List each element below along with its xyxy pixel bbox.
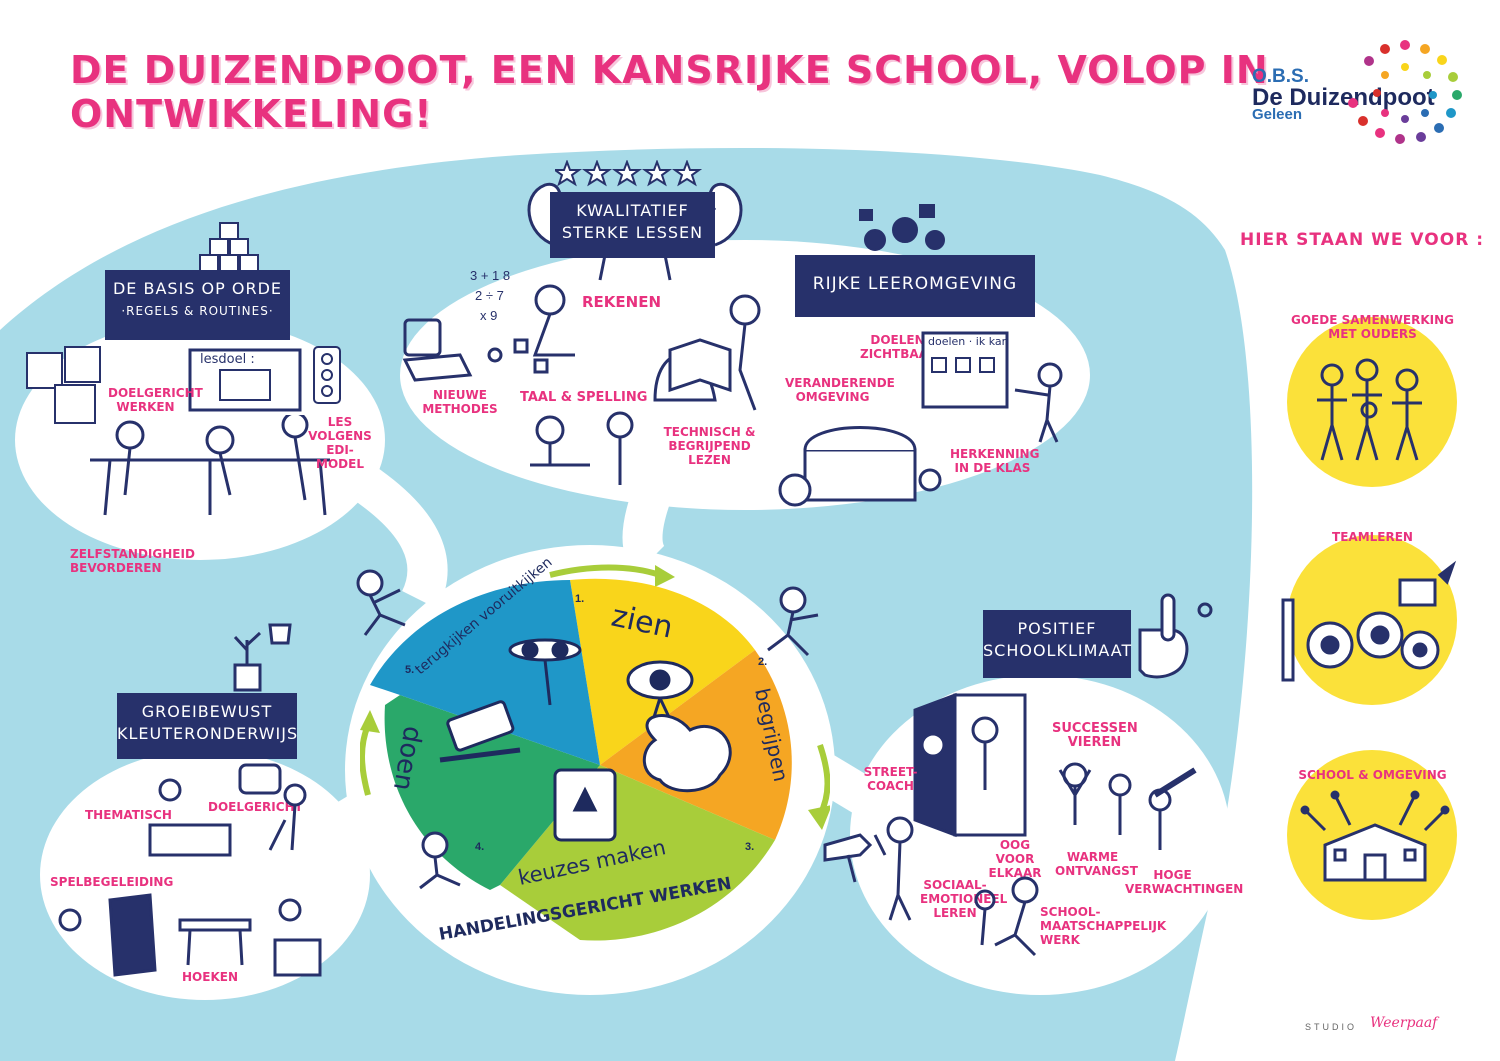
credit-studio: STUDIO	[1305, 1022, 1358, 1032]
label-thematisch: THEMATISCH	[85, 808, 172, 822]
credit-name: Weerpaaf	[1370, 1015, 1438, 1031]
running-kid-2-icon	[767, 586, 819, 657]
label-schoolmaatschappelijk: SCHOOL-MAATSCHAPPELIJK WERK	[1040, 905, 1167, 947]
family-icon	[1317, 358, 1422, 461]
banner-basis: DE BASIS OP ORDE ·REGELS & ROUTINES·	[105, 270, 290, 340]
label-doelgericht: DOELGERICHT	[208, 800, 303, 814]
label-taal-spelling: TAAL & SPELLING	[520, 390, 648, 405]
label-oog-voor-elkaar: OOG VOOR ELKAAR	[988, 838, 1042, 880]
kleuter-garden-icon	[148, 763, 307, 857]
reading-kids-icon	[653, 294, 761, 411]
board-doelen: doelen · ik kan	[928, 335, 1009, 348]
door-welcome-icon	[913, 692, 1027, 838]
students-table-icon	[90, 415, 330, 516]
banner-groei: GROEIBEWUST KLEUTERONDERWIJS	[117, 693, 297, 759]
thumbs-up-thermometer-icon	[1138, 593, 1213, 679]
writing-kids-icon	[530, 411, 634, 485]
photos-icon	[26, 346, 101, 424]
running-kid-icon	[356, 569, 406, 636]
banner-kwalitatief: KWALITATIEF STERKE LESSEN	[550, 192, 715, 258]
label-spelbegeleiding: SPELBEGELEIDING	[50, 875, 174, 889]
cycle-arrow-right	[817, 744, 830, 817]
handelingsgericht-wheel: 1. 2. 3. 4. 5. zien begrijpen keuzes mak…	[360, 555, 830, 945]
segment-terugkijken-num: 5.	[405, 664, 414, 676]
tools-objects-icon	[859, 204, 945, 251]
gears-team-icon	[1281, 560, 1457, 682]
banner-positief: POSITIEF SCHOOLKLIMAAT	[983, 610, 1131, 678]
segment-begrijpen-num: 2.	[758, 656, 767, 668]
kids-helping-icon	[873, 816, 1039, 957]
label-nieuwe-methodes: NIEUWE METHODES	[422, 388, 498, 416]
label-technisch-lezen: TECHNISCH & BEGRIJPEND LEZEN	[663, 425, 756, 467]
label-edi-model: LES VOLGENS EDI-MODEL	[308, 415, 372, 471]
label-herkenning: HERKENNING IN DE KLAS	[950, 447, 1040, 475]
label-rekenen: REKENEN	[582, 293, 662, 311]
logo-line3: Geleen	[1252, 106, 1303, 123]
logo-line1: O.B.S.	[1252, 66, 1310, 87]
brain-icon	[642, 714, 732, 793]
running-kid-3-icon	[419, 831, 461, 890]
label-zelfstandigheid: ZELFSTANDIGHEID BEVORDEREN	[70, 547, 195, 575]
cycle-arrow-left	[360, 723, 371, 796]
segment-terugkijken	[370, 580, 600, 765]
rekenen-kids-icon: 3 + 1 8 2 ÷ 7 x 9	[402, 268, 575, 382]
banner-rijk: RIJKE LEEROMGEVING	[795, 255, 1035, 317]
watering-plant-icon	[233, 623, 292, 692]
svg-text:3 + 1 8: 3 + 1 8	[470, 268, 510, 283]
school-building-icon	[1300, 790, 1450, 882]
label-hoeken: HOEKEN	[182, 970, 238, 984]
cycle-arrow-top	[549, 564, 661, 578]
footprints-logo-icon	[1348, 40, 1462, 144]
goals-board-icon	[921, 331, 1009, 409]
binocular-icon	[508, 638, 582, 662]
sidebar-item-ouders: GOEDE SAMENWERKING MET OUDERS	[1290, 313, 1455, 341]
banner-basis-title: DE BASIS OP ORDE	[112, 279, 283, 298]
building-blocks-icon	[199, 222, 259, 272]
child-pointing-icon	[1014, 362, 1063, 443]
svg-text:x 9: x 9	[480, 308, 497, 323]
segment-keuzes-num: 3.	[745, 841, 754, 853]
traffic-light-icon	[313, 346, 341, 404]
label-hoge-verwachtingen: HOGE VERWACHTINGEN	[1125, 868, 1244, 896]
label-street-coach: STREET-COACH	[863, 765, 918, 793]
sidebar-circle-ouders	[1287, 317, 1457, 487]
page-title: DE DUIZENDPOOT, EEN KANSRIJKE SCHOOL, VO…	[70, 48, 1269, 136]
label-warme-ontvangst: WARME ONTVANGST	[1055, 850, 1138, 878]
label-sociaal-emotioneel: SOCIAAL-EMOTIONEEL LEREN	[920, 878, 1008, 920]
skateboard-icon	[446, 700, 515, 752]
board-lesdoel: lesdoel :	[200, 352, 255, 367]
signpost-icon	[823, 833, 873, 883]
celebrating-kids-icon	[1058, 762, 1197, 850]
banner-basis-sub: ·REGELS & ROUTINES·	[121, 304, 274, 318]
five-stars-icon	[555, 160, 703, 187]
segment-doen-num: 4.	[475, 841, 484, 853]
treasure-chest-icon	[778, 426, 942, 507]
label-successen-vieren: SUCCESSEN VIEREN	[1052, 721, 1138, 750]
label-doelen-zichtbaar: DOELEN ZICHTBAAR	[860, 333, 938, 361]
label-veranderende-omgeving: VERANDERENDE OMGEVING	[785, 376, 895, 404]
sidebar-heading: HIER STAAN WE VOOR :	[1240, 230, 1485, 250]
svg-text:2 ÷ 7: 2 ÷ 7	[475, 288, 504, 303]
logo-line2: De Duizendpoot	[1252, 84, 1435, 111]
classroom-board-icon	[188, 348, 302, 412]
label-doelgericht-werken: DOELGERICHT WERKEN	[108, 386, 203, 414]
sidebar-item-omgeving: SCHOOL & OMGEVING	[1298, 768, 1447, 782]
play-corners-icon	[58, 893, 322, 977]
segment-zien-num: 1.	[575, 593, 584, 605]
sidebar-item-teamleren: TEAMLEREN	[1332, 530, 1413, 544]
